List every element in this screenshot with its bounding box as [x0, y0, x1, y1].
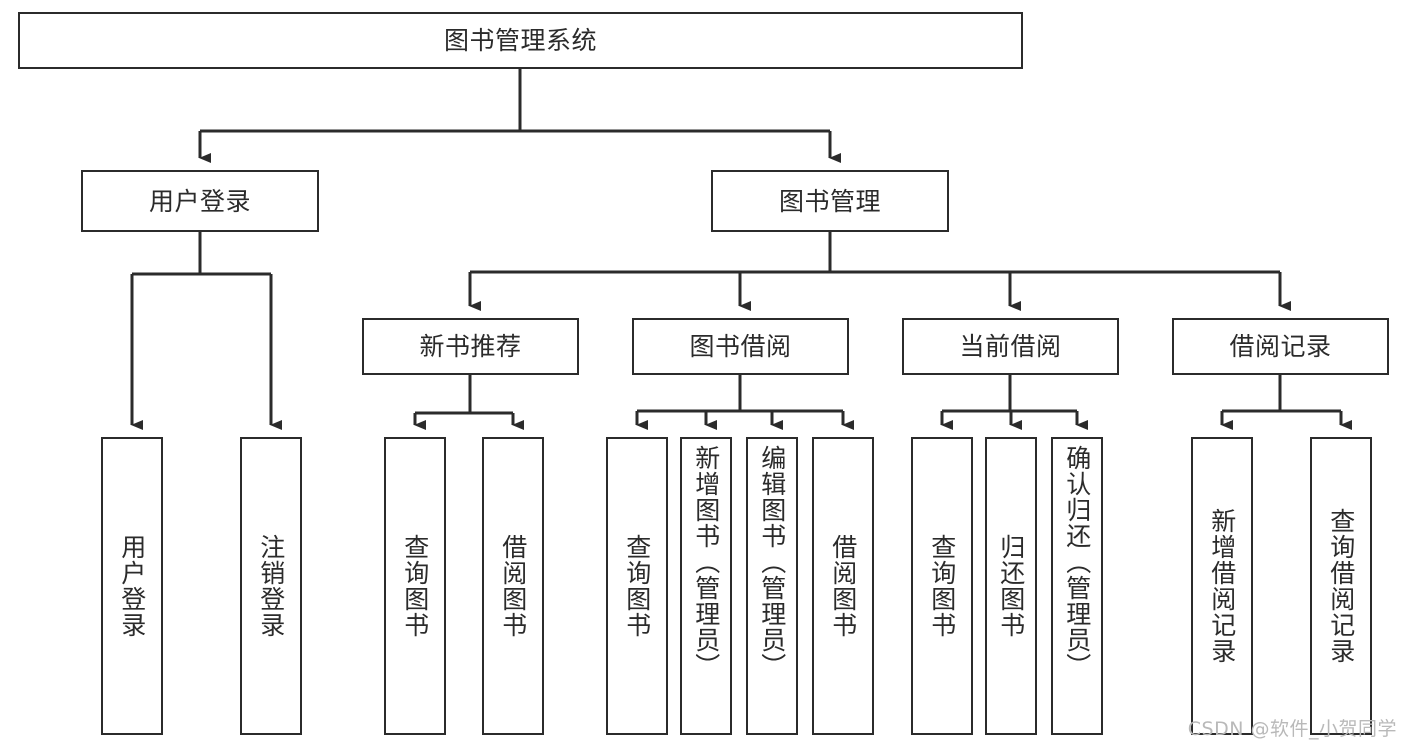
node-label: 新书推荐: [419, 332, 522, 361]
node-label: 借阅记录: [1229, 332, 1332, 361]
leaf-user-login[interactable]: 用户登录: [101, 437, 163, 735]
leaf-edit-book-admin[interactable]: 编辑图书（管理员）: [746, 437, 798, 735]
node-label: 查询图书: [400, 534, 430, 638]
leaf-add-book-admin[interactable]: 新增图书（管理员）: [680, 437, 732, 735]
node-current-borrow[interactable]: 当前借阅: [902, 318, 1119, 375]
node-label: 新增借阅记录: [1207, 508, 1237, 664]
node-label: 借阅图书: [828, 534, 858, 638]
node-root[interactable]: 图书管理系统: [18, 12, 1023, 69]
node-label: 图书借阅: [689, 332, 792, 361]
node-new-book-recommendation[interactable]: 新书推荐: [362, 318, 579, 375]
node-book-borrow[interactable]: 图书借阅: [632, 318, 849, 375]
node-label: 确认归还（管理员）: [1062, 445, 1092, 679]
node-label: 新增图书（管理员）: [691, 445, 721, 679]
node-label: 用户登录: [117, 534, 147, 638]
node-label: 借阅图书: [498, 534, 528, 638]
node-label: 图书管理: [778, 186, 881, 216]
node-label: 归还图书: [996, 534, 1026, 638]
leaf-add-borrow-record[interactable]: 新增借阅记录: [1191, 437, 1253, 735]
node-label: 查询图书: [927, 534, 957, 638]
node-label: 查询图书: [622, 534, 652, 638]
leaf-return-book[interactable]: 归还图书: [985, 437, 1037, 735]
leaf-borrow-book-rec[interactable]: 借阅图书: [482, 437, 544, 735]
node-label: 当前借阅: [959, 332, 1062, 361]
node-label: 编辑图书（管理员）: [757, 445, 787, 679]
node-book-management[interactable]: 图书管理: [711, 170, 949, 232]
leaf-query-book-borrow[interactable]: 查询图书: [606, 437, 668, 735]
node-user-login[interactable]: 用户登录: [81, 170, 319, 232]
leaf-query-book-current[interactable]: 查询图书: [911, 437, 973, 735]
node-label: 用户登录: [148, 186, 251, 216]
leaf-borrow-book[interactable]: 借阅图书: [812, 437, 874, 735]
leaf-query-book-rec[interactable]: 查询图书: [384, 437, 446, 735]
watermark: CSDN @软件_小贺同学: [1187, 718, 1397, 740]
node-label: 查询借阅记录: [1326, 508, 1356, 664]
leaf-query-borrow-record[interactable]: 查询借阅记录: [1310, 437, 1372, 735]
leaf-logout[interactable]: 注销登录: [240, 437, 302, 735]
node-label: 注销登录: [256, 534, 286, 638]
node-label: 图书管理系统: [443, 26, 597, 55]
node-borrow-record[interactable]: 借阅记录: [1172, 318, 1389, 375]
leaf-confirm-return-admin[interactable]: 确认归还（管理员）: [1051, 437, 1103, 735]
